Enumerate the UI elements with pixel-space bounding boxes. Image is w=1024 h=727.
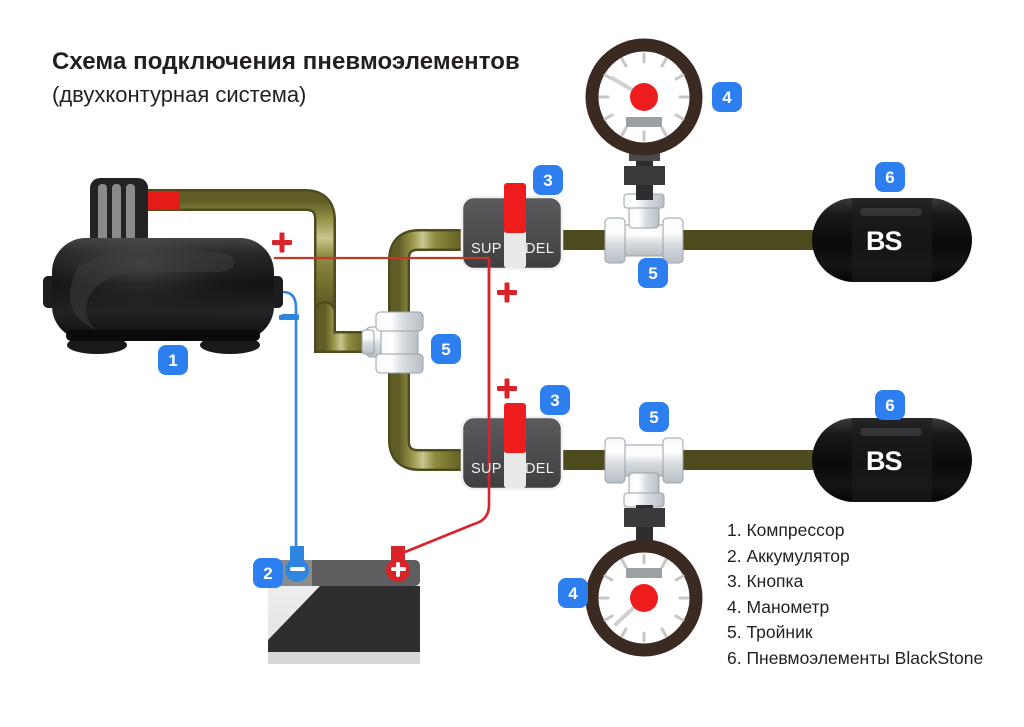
- battery: [268, 546, 420, 664]
- callout-badge-4-gauge-upper: 4: [712, 82, 742, 112]
- switch-lower-sup-label: SUP: [471, 461, 502, 477]
- airspring-upper-label: BS: [866, 226, 903, 256]
- compressor: [43, 178, 283, 354]
- airspring-lower-label: BS: [866, 446, 903, 476]
- wiring: [274, 256, 491, 560]
- tee-fitting-middle: [361, 311, 424, 374]
- hose-network: [107, 189, 822, 471]
- plus-marker-compressor: [272, 232, 292, 253]
- airspring-lower: [812, 418, 972, 502]
- legend-item-1: 1. Компрессор: [727, 520, 845, 540]
- switch-upper[interactable]: [460, 183, 564, 271]
- hose-tee-to-lower-switch: [388, 361, 481, 471]
- tee-fitting-upper: [604, 193, 684, 264]
- callout-badge-4-gauge-lower: 4: [558, 578, 588, 608]
- legend-item-2: 2. Аккумулятор: [727, 545, 850, 566]
- hose-compressor-to-tee: [107, 189, 336, 323]
- callout-badge-2-battery: 2: [253, 558, 283, 588]
- legend-item-6: 6. Пневмоэлементы BlackStone: [727, 647, 984, 668]
- callout-badge-5-tee-middle: 5: [431, 334, 461, 364]
- hose-tee-to-upper-switch: [388, 229, 481, 323]
- legend-item-3: 3. Кнопка: [727, 571, 804, 591]
- polarity-markers: [272, 232, 517, 399]
- airspring-upper: [812, 198, 972, 282]
- switch-lower[interactable]: [460, 403, 564, 491]
- pressure-gauge-upper: [585, 38, 703, 200]
- page-subtitle: (двухконтурная система): [52, 82, 307, 107]
- tee-fitting-lower: [604, 437, 684, 508]
- switch-lower-del-label: DEL: [525, 461, 555, 477]
- callout-badge-5-tee-lower: 5: [639, 402, 669, 432]
- plus-marker-lower-switch: [497, 378, 517, 399]
- callout-badge-6-airspring-upper: 6: [875, 162, 905, 192]
- hose-tee-left-branch: [314, 301, 383, 353]
- hose-connector-red: [148, 191, 180, 210]
- legend-item-4: 4. Манометр: [727, 596, 830, 617]
- callout-badge-6-airspring-lower: 6: [875, 390, 905, 420]
- callout-badge-1-compressor: 1: [158, 345, 188, 375]
- minus-marker-compressor: [279, 315, 299, 320]
- switch-upper-del-label: DEL: [525, 241, 555, 257]
- switch-upper-sup-label: SUP: [471, 241, 502, 257]
- page-title: Схема подключения пневмоэлементов: [52, 48, 520, 75]
- legend: 1. Компрессор 2. Аккумулятор 3. Кнопка 4…: [727, 518, 983, 671]
- callout-badge-3-switch-upper: 3: [533, 165, 563, 195]
- legend-item-5: 5. Тройник: [727, 622, 813, 642]
- pressure-gauge-lower: [585, 505, 703, 657]
- plus-marker-upper-switch: [497, 282, 517, 303]
- callout-badge-3-switch-lower: 3: [540, 385, 570, 415]
- callout-badge-5-tee-upper: 5: [638, 258, 668, 288]
